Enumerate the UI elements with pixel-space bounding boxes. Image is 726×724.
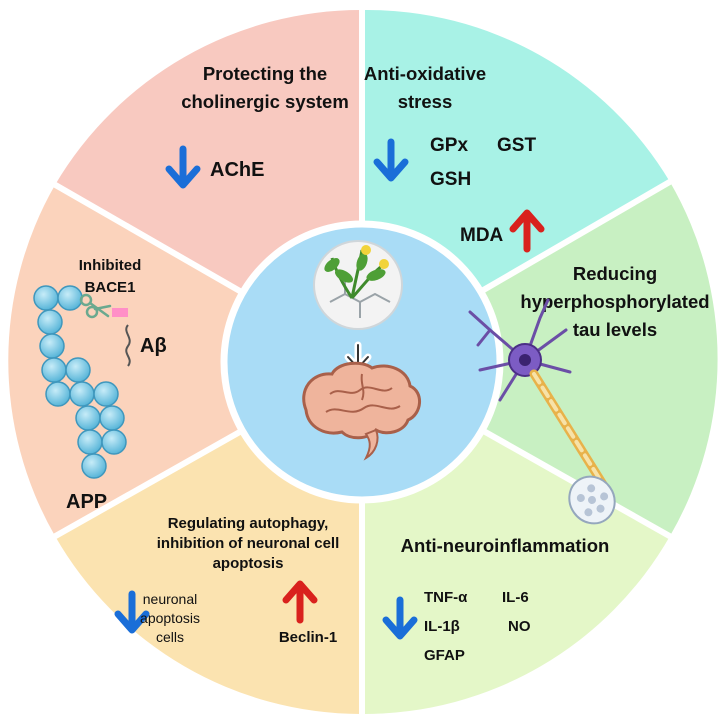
mda-up-arrow-icon xyxy=(509,209,545,253)
app-bead xyxy=(99,405,125,431)
app-bead xyxy=(33,285,59,311)
gfap-label: GFAP xyxy=(424,647,465,664)
neuronal-apoptosis-line-1: neuronal xyxy=(143,591,198,607)
oxidative-panel: Anti-oxidative stress GPx GST GSH MDA xyxy=(364,63,545,253)
cholinergic-title-line-1: Protecting the xyxy=(203,63,327,84)
autophagy-panel: Regulating autophagy, inhibition of neuro… xyxy=(114,515,340,646)
app-bead xyxy=(81,453,107,479)
app-label: APP xyxy=(66,491,107,513)
tau-title: Reducing hyperphosphorylated tau levels xyxy=(520,263,709,340)
arrow-shape xyxy=(509,209,545,253)
autophagy-title: Regulating autophagy, inhibition of neuro… xyxy=(157,515,340,572)
arrow-shape xyxy=(165,145,201,189)
antioxidant-down-arrow-icon xyxy=(373,138,409,182)
app-bead xyxy=(75,405,101,431)
beclin-label: Beclin-1 xyxy=(279,629,337,646)
abeta-label: Aβ xyxy=(140,335,167,357)
il6-label: IL-6 xyxy=(502,589,529,606)
arrow-shape xyxy=(382,596,418,640)
app-chain xyxy=(33,285,127,479)
il1b-label: IL-1β xyxy=(424,618,460,635)
tnf-label: TNF-α xyxy=(424,589,468,606)
autophagy-title-line-3: apoptosis xyxy=(213,555,284,572)
segment-tau xyxy=(480,182,718,536)
abeta-fragment-icon xyxy=(125,324,131,367)
beclin-up-arrow-icon xyxy=(282,580,318,624)
cytokine-down-arrow-icon xyxy=(382,596,418,640)
ache-down-arrow-icon xyxy=(165,145,201,189)
inhibited-bace1-line-1: Inhibited xyxy=(79,257,142,274)
cleavage-site xyxy=(112,308,128,317)
autophagy-title-line-1: Regulating autophagy, xyxy=(168,515,329,532)
cholinergic-panel: Protecting the cholinergic system AChE xyxy=(165,63,349,189)
app-bead xyxy=(77,429,103,455)
no-label: NO xyxy=(508,618,531,635)
oxidative-title-line-1: Anti-oxidative xyxy=(364,63,486,84)
herb-molecule-icon xyxy=(313,240,403,330)
mda-label: MDA xyxy=(460,225,504,246)
app-bead xyxy=(93,381,119,407)
tau-title-line-2: hyperphosphorylated xyxy=(520,291,709,312)
scissors-icon xyxy=(79,293,112,319)
app-bead xyxy=(65,357,91,383)
neuronal-apoptosis-label: neuronal apoptosis cells xyxy=(140,591,200,645)
arrow-shape xyxy=(114,590,150,634)
cholinergic-title: Protecting the cholinergic system xyxy=(181,63,349,112)
brain-icon xyxy=(302,361,421,461)
arrow-shape xyxy=(373,138,409,182)
gpx-label: GPx xyxy=(430,135,468,156)
app-bead xyxy=(57,285,83,311)
neuronal-apoptosis-line-3: cells xyxy=(156,629,184,645)
segment-autophagy xyxy=(55,428,361,714)
ache-label: AChE xyxy=(210,159,264,181)
app-bead xyxy=(37,309,63,335)
tau-title-line-1: Reducing xyxy=(573,263,657,284)
segment-cholinergic xyxy=(55,10,361,295)
inhibited-bace1-line-2: BACE1 xyxy=(85,279,136,296)
oxidative-title-line-2: stress xyxy=(398,91,453,112)
oxidative-title: Anti-oxidative stress xyxy=(364,63,486,112)
app-bead xyxy=(101,429,127,455)
arrow-shape xyxy=(282,580,318,624)
app-bead xyxy=(45,381,71,407)
autophagy-title-line-2: inhibition of neuronal cell xyxy=(157,535,340,552)
app-bead xyxy=(41,357,67,383)
neuroinflammation-title: Anti-neuroinflammation xyxy=(401,535,610,556)
neuron-icon xyxy=(468,298,616,525)
cholinergic-title-line-2: cholinergic system xyxy=(181,91,349,112)
app-bead xyxy=(39,333,65,359)
tau-title-line-3: tau levels xyxy=(573,319,657,340)
apoptosis-down-arrow-icon xyxy=(114,590,150,634)
gst-label: GST xyxy=(497,135,536,156)
segment-oxidative xyxy=(363,9,670,293)
neuroinflammation-panel: Anti-neuroinflammation TNF-α IL-6 IL-1β … xyxy=(382,535,610,664)
neuronal-apoptosis-line-2: apoptosis xyxy=(140,610,200,626)
neuroinflammation-title-line-1: Anti-neuroinflammation xyxy=(401,535,610,556)
segment-dividers xyxy=(50,6,675,718)
segment-amyloid xyxy=(8,185,246,536)
gsh-label: GSH xyxy=(430,169,471,190)
app-bead xyxy=(69,381,95,407)
tau-panel: Reducing hyperphosphorylated tau levels xyxy=(468,263,710,525)
